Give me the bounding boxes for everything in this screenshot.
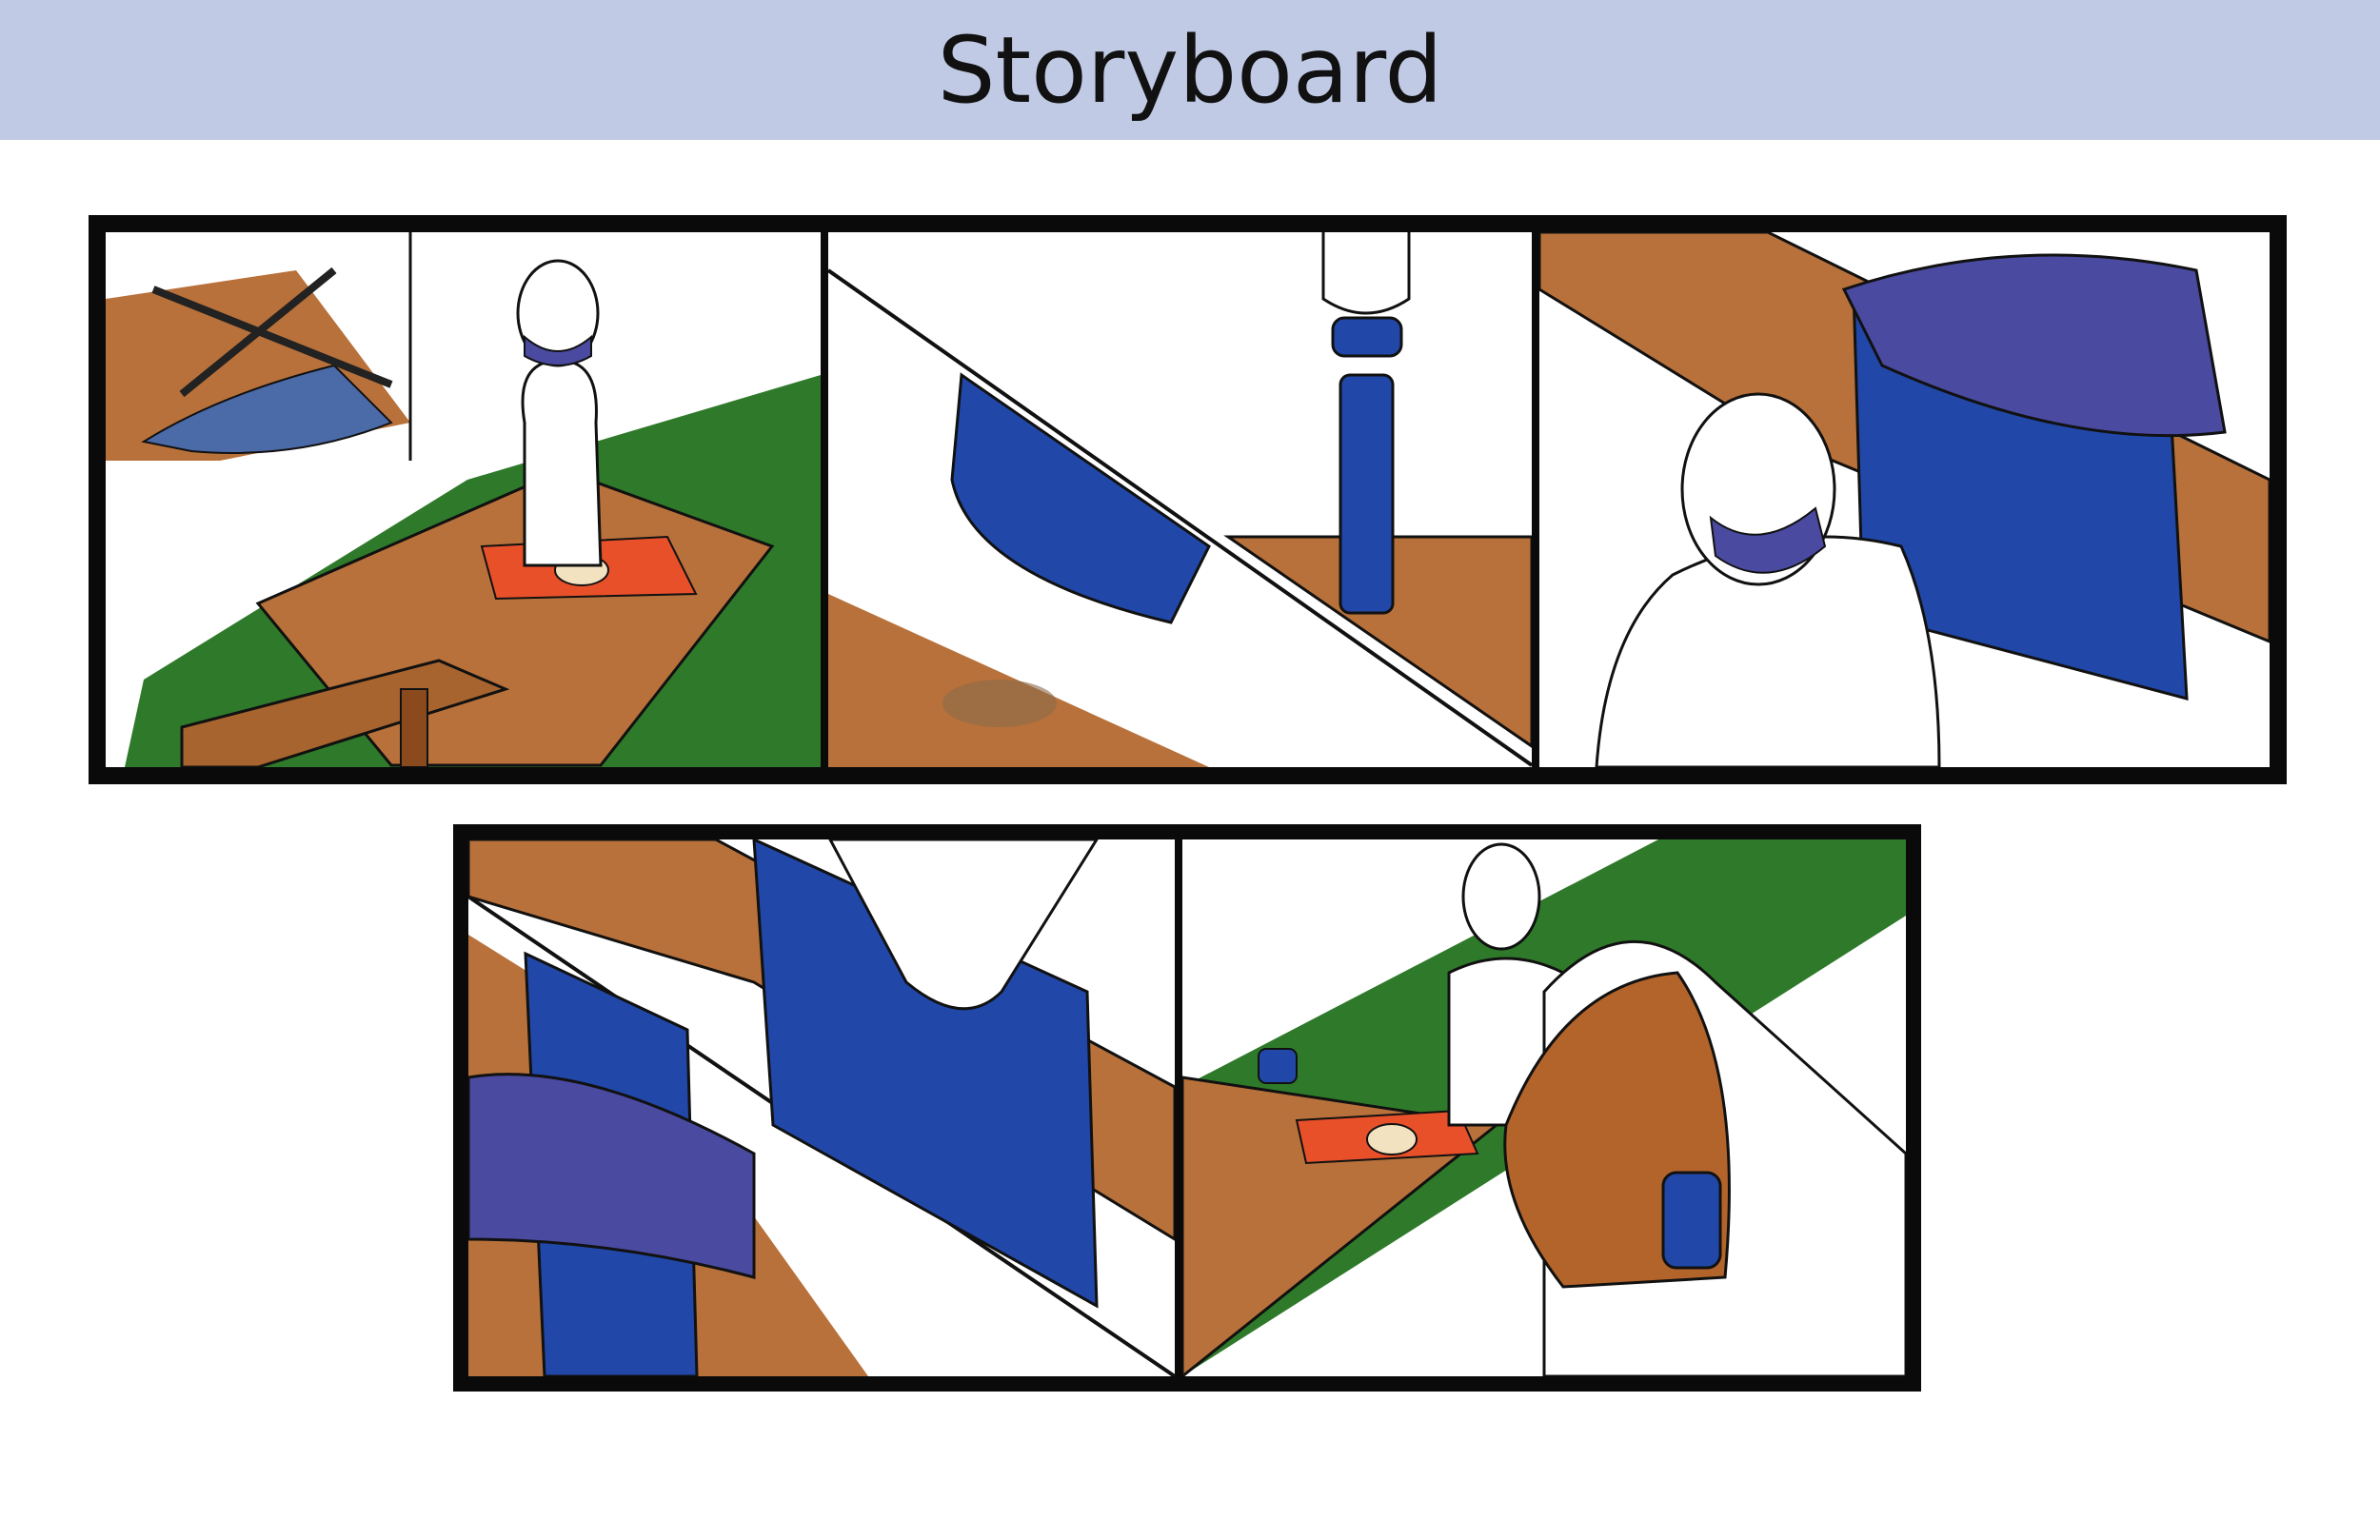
person-head (1461, 842, 1541, 951)
table-upper (468, 839, 1175, 1241)
panel-2-illustration (828, 232, 1532, 767)
hands-icon (1321, 232, 1411, 315)
table-lower (828, 594, 1209, 767)
side-pouch-icon (1661, 1171, 1722, 1270)
table-leg (400, 688, 428, 767)
storyboard-strip-top (89, 215, 2287, 784)
page-title: Storyboard (937, 16, 1443, 124)
mask-icon (468, 1073, 756, 1279)
bottle-cap (1331, 316, 1403, 358)
panel-3-illustration (1539, 232, 2270, 767)
face-mask-icon (1709, 506, 1827, 574)
title-bar: Storyboard (0, 0, 2380, 140)
wet-stain (942, 680, 1057, 727)
pouch-icon (1258, 1048, 1298, 1084)
storyboard-strip-bottom (453, 824, 1921, 1392)
storyboard-panel-1 (106, 232, 821, 767)
pouch-icon (950, 372, 1211, 624)
face-mask-icon (524, 334, 592, 366)
bench (180, 659, 510, 767)
bottle-icon (1339, 373, 1395, 615)
bowl-icon (1366, 1123, 1418, 1155)
mask-icon (1841, 253, 2227, 438)
cross-line-2 (179, 267, 337, 398)
storyboard-panel-4 (468, 839, 1175, 1376)
cross-line-1 (151, 286, 393, 388)
panel-5-illustration (1182, 839, 1906, 1376)
person-icon (521, 359, 603, 567)
storyboard-panel-5 (1182, 839, 1906, 1376)
panel-1-illustration (106, 232, 821, 767)
crossed-out-mask-icon (141, 364, 393, 454)
storyboard-panel-3 (1539, 232, 2270, 767)
hand-icon (828, 839, 1099, 1011)
panel-4-illustration (468, 839, 1175, 1376)
storyboard-panel-2 (828, 232, 1532, 767)
